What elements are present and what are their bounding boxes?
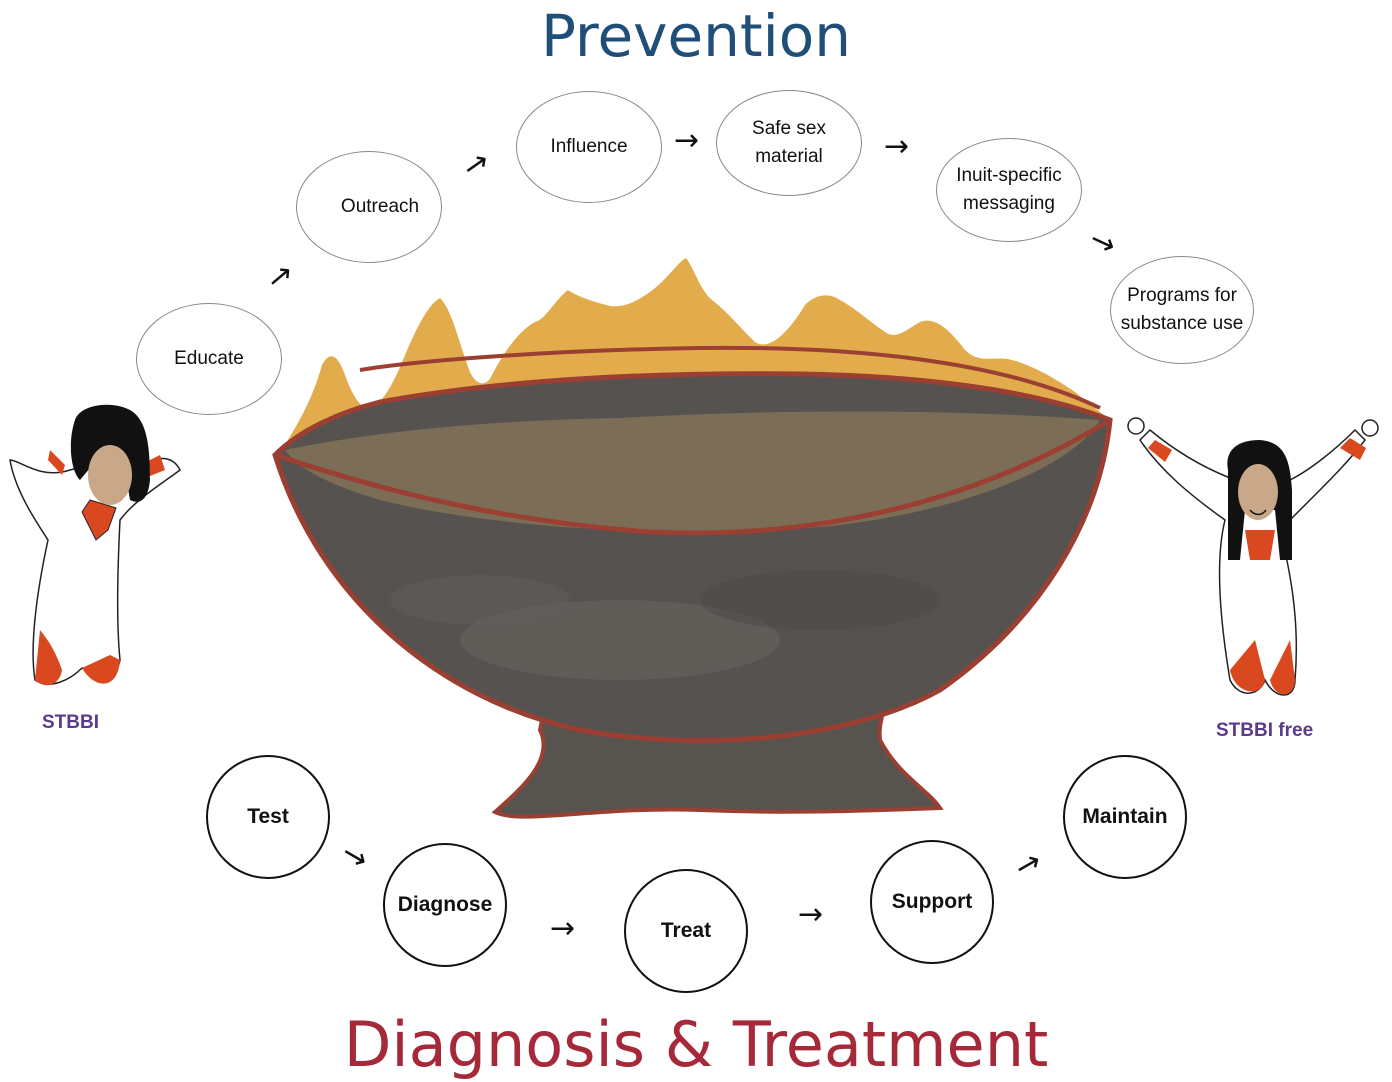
step-label: Inuit-specific messaging xyxy=(956,162,1062,217)
step-label: Support xyxy=(892,887,972,917)
step-label: Educate xyxy=(174,345,244,373)
prevention-step-educate: Educate xyxy=(136,303,282,415)
treatment-step-support: Support xyxy=(870,840,994,964)
distressed-person-icon xyxy=(10,405,180,685)
diagnosis-treatment-title: Diagnosis & Treatment xyxy=(0,1008,1392,1081)
step-label: Influence xyxy=(550,133,627,161)
step-label: Treat xyxy=(661,916,711,946)
prevention-step-inuit-messaging: Inuit-specific messaging xyxy=(936,138,1082,242)
treatment-step-diagnose: Diagnose xyxy=(383,843,507,967)
prevention-step-safe-sex-material: Safe sex material xyxy=(716,90,862,196)
stbbi-label: STBBI xyxy=(42,712,99,734)
prevention-step-outreach: Outreach xyxy=(296,151,442,263)
prevention-step-influence: Influence xyxy=(516,91,662,203)
arrow-right-icon: → xyxy=(550,914,575,944)
arrow-right-icon: → xyxy=(674,126,699,156)
step-label: Safe sex material xyxy=(752,115,826,170)
step-label: Maintain xyxy=(1082,802,1167,832)
step-label: Outreach xyxy=(319,193,419,221)
joyful-person-icon xyxy=(1128,418,1378,695)
arrow-right-icon: → xyxy=(884,132,909,162)
arrow-right-icon: → xyxy=(798,900,823,930)
step-label: Diagnose xyxy=(398,890,493,920)
treatment-step-test: Test xyxy=(206,755,330,879)
prevention-step-programs-substance-use: Programs for substance use xyxy=(1110,256,1254,364)
step-label: Programs for substance use xyxy=(1121,282,1244,337)
stbbi-free-label: STBBI free xyxy=(1216,720,1313,742)
step-label: Test xyxy=(247,802,289,832)
treatment-step-treat: Treat xyxy=(624,869,748,993)
treatment-step-maintain: Maintain xyxy=(1063,755,1187,879)
